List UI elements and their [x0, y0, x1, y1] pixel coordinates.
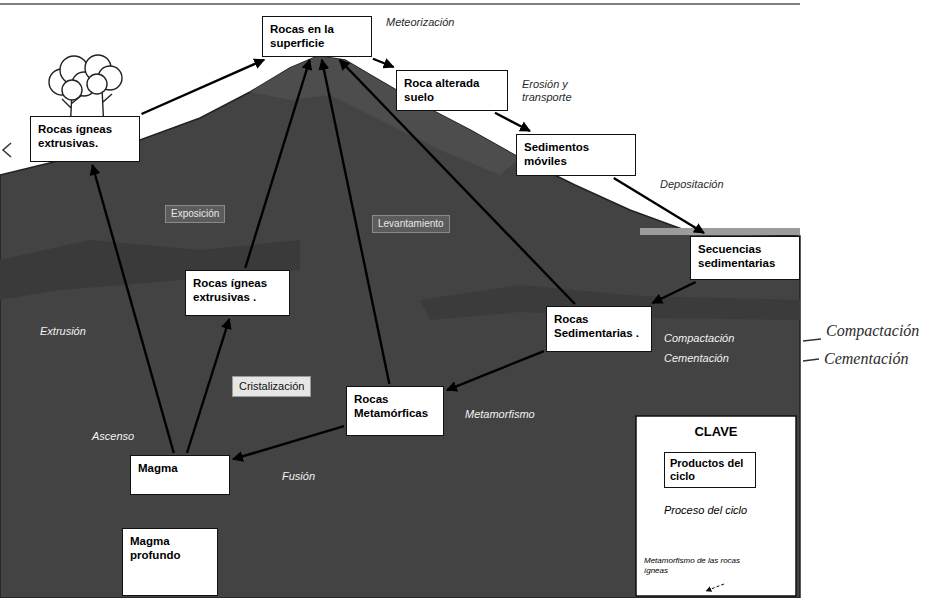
box-text: Rocas en la superficie: [270, 22, 364, 51]
process-label: Cementación: [664, 352, 729, 365]
legend-arrow: [706, 584, 724, 591]
tree-crown: [87, 74, 107, 94]
cycle-arrow: [142, 60, 265, 114]
product-box: Rocas ígneas extrusivas.: [30, 116, 140, 162]
handwritten-note: Cementación: [824, 349, 908, 368]
legend-title: CLAVE: [636, 424, 796, 440]
product-box: Rocas Metamórficas: [346, 386, 444, 436]
process-label: Metamorfismo: [465, 408, 535, 421]
legend-entry: Productos del ciclo: [664, 452, 756, 488]
cycle-arrow: [447, 351, 544, 390]
cycle-arrow: [187, 319, 229, 453]
legend-entry: Proceso del ciclo: [664, 504, 747, 517]
box-text: Sedimentos móviles: [524, 140, 628, 169]
process-label: Erosión y transporte: [522, 78, 586, 104]
mountain-crust: [0, 56, 800, 598]
process-label: Fusión: [282, 470, 315, 483]
product-box: Magma: [130, 455, 230, 495]
box-text: Magma profundo: [130, 534, 210, 563]
process-tag: Cristalización: [232, 376, 311, 397]
legend-entry: Metamorfismo de las rocas ígneas: [644, 556, 764, 575]
tree-crown: [62, 80, 82, 100]
picture-frame: [0, 3, 800, 5]
legend-text: Metamorfismo de las rocas ígneas: [644, 556, 740, 575]
hand-mark: [3, 143, 11, 157]
product-box: Sedimentos móviles: [516, 134, 636, 176]
cycle-arrow: [245, 60, 310, 268]
product-box: Secuencias sedimentarias: [690, 236, 800, 280]
legend-text: Productos del ciclo: [670, 457, 743, 482]
box-text: Secuencias sedimentarias: [698, 242, 792, 271]
box-text: Magma: [138, 461, 222, 475]
box-text: Rocas Sedimentarias .: [554, 312, 644, 341]
sea-strip: [640, 228, 800, 235]
product-box: Rocas ígneas extrusivas .: [185, 270, 290, 316]
box-text: Rocas ígneas extrusivas .: [193, 276, 282, 305]
box-text: Rocas ígneas extrusivas.: [38, 122, 132, 151]
product-box: Rocas en la superficie: [262, 16, 372, 57]
process-tag: Exposición: [165, 205, 225, 223]
cycle-arrow: [652, 282, 695, 303]
legend-panel: [636, 416, 796, 596]
process-label: Depositación: [660, 178, 724, 191]
product-box: Rocas Sedimentarias .: [546, 306, 652, 352]
product-box: Roca alterada suelo: [396, 70, 508, 111]
cycle-arrow: [495, 113, 530, 131]
legend-text: Proceso del ciclo: [664, 504, 747, 516]
product-box: Magma profundo: [122, 528, 218, 596]
hand-leader: [803, 339, 821, 361]
process-label: Ascenso: [92, 430, 134, 443]
handwritten-note: Compactación: [826, 321, 919, 340]
process-label: Meteorización: [386, 16, 454, 29]
rock-texture: [250, 56, 520, 175]
cycle-arrow: [233, 426, 344, 459]
box-text: Roca alterada suelo: [404, 76, 500, 105]
box-text: Rocas Metamórficas: [354, 392, 436, 421]
process-label: Extrusión: [40, 325, 86, 338]
process-label: Compactación: [664, 332, 734, 345]
process-tag: Levantamiento: [372, 215, 450, 233]
cycle-arrow: [373, 59, 394, 67]
cycle-arrow: [92, 165, 173, 453]
